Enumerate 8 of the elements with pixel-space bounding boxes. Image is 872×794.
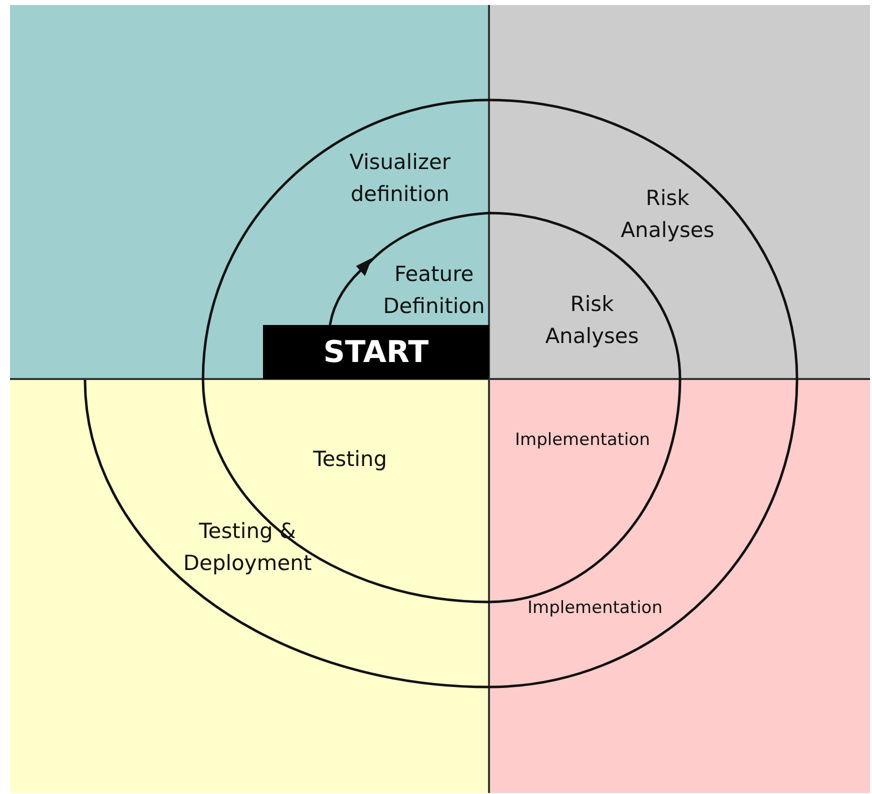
phase-label: Feature Definition xyxy=(382,261,486,320)
phase-label: Implementation xyxy=(514,429,651,452)
start-box: START xyxy=(263,325,489,379)
phase-label: Risk Analyses xyxy=(544,291,640,350)
phase-label: Testing xyxy=(312,446,388,473)
phase-label: Risk Analyses xyxy=(620,185,716,244)
phase-label: Implementation xyxy=(526,597,664,620)
phase-label: Visualizer definition xyxy=(348,149,452,208)
